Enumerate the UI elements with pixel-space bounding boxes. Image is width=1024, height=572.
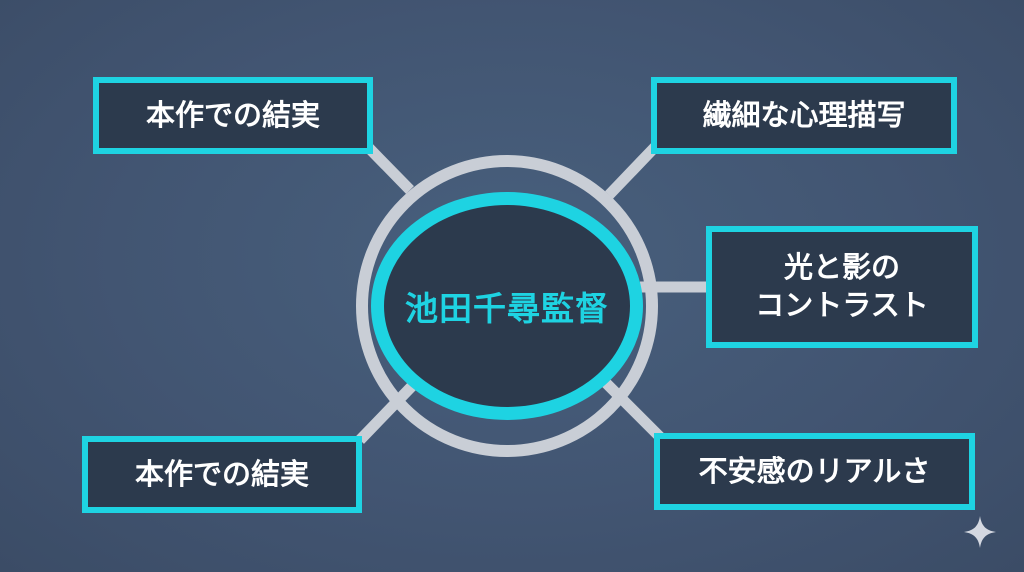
node-label: 繊細な心理描写 [702,97,906,132]
node-bottom-right: 不安感のリアルさ [654,433,975,510]
connector-bottom-right [600,377,664,441]
connector-bottom-left [356,380,418,444]
node-bottom-left: 本作での結実 [82,436,362,513]
center-label: 池田千尋監督 [405,289,609,328]
node-label: 本作での結実 [134,456,309,491]
node-top-right: 繊細な心理描写 [651,77,957,154]
hub-outer-ring [356,155,658,457]
sparkle-icon [964,516,996,548]
node-top-left: 本作での結実 [93,77,373,154]
connector-top-left [364,143,414,194]
connector-top-right [605,143,659,199]
node-label: 不安感のリアルさ [698,453,931,488]
center-hub: 池田千尋監督 [371,192,643,420]
node-label: 光と影の コントラスト [755,250,929,322]
node-middle-right: 光と影の コントラスト [706,226,978,348]
node-label: 本作での結実 [145,97,320,132]
